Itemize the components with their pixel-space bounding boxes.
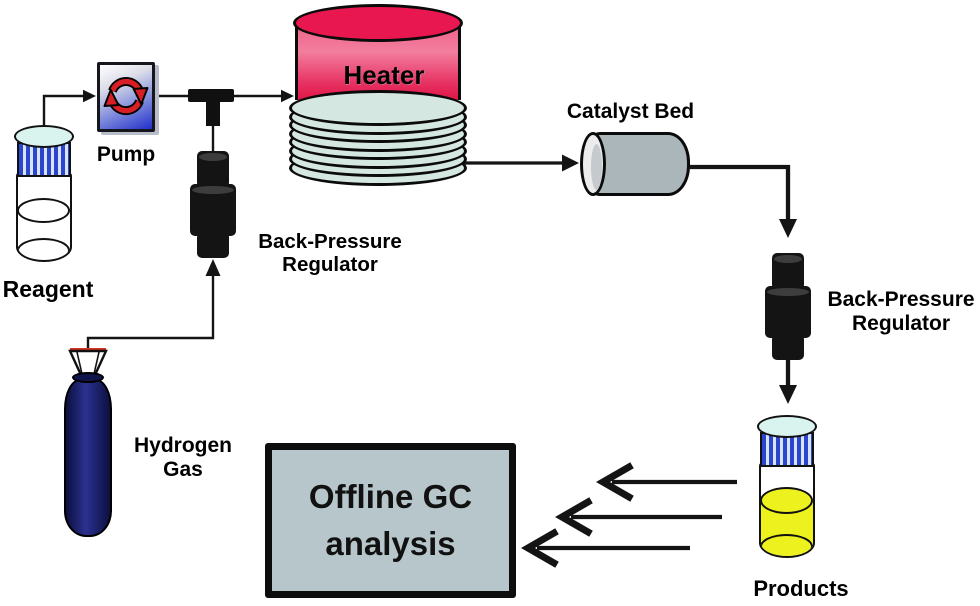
catalyst-bed-body	[590, 132, 690, 196]
products-liquid-surface	[761, 487, 813, 514]
vial-ellipse	[761, 534, 813, 556]
hydrogen-label-line2: Gas	[163, 457, 203, 481]
hydrogen-label-line1: Hydrogen	[133, 434, 232, 457]
vial-ellipse	[18, 238, 70, 260]
arrowhead-into-heater	[281, 89, 294, 103]
products-label: Products	[753, 576, 849, 601]
flow-line-reagent-pump	[42, 94, 83, 127]
gc-arrowhead-3	[520, 528, 559, 568]
heater-label: Heater	[343, 60, 425, 90]
bpr-bottom-segment	[197, 232, 229, 258]
arrowhead-into-bpr-outlet	[779, 219, 797, 238]
coil-ring	[289, 90, 467, 126]
reagent-label: Reagent	[2, 276, 94, 302]
heater-top-ellipse	[293, 4, 463, 42]
catalyst-bed-label: Catalyst Bed	[566, 100, 695, 123]
bpr-middle-segment	[765, 286, 811, 338]
bpr-inlet-label-line1: Back-Pressure	[258, 230, 402, 253]
pump-label: Pump	[96, 143, 156, 166]
pump-recycle-icon	[103, 77, 149, 116]
reagent-vial-body	[16, 172, 72, 262]
back-pressure-regulator-outlet	[765, 253, 811, 360]
bpr-top-segment	[197, 151, 229, 188]
bpr-inlet-label-line2: Regulator	[282, 253, 378, 277]
cylinder-collar	[72, 372, 104, 383]
arrowhead-into-pump	[83, 89, 96, 103]
pump	[97, 62, 155, 132]
heater	[287, 2, 469, 202]
tee-junction-bar	[188, 89, 234, 102]
vial-ellipse	[18, 198, 70, 223]
bpr-inlet-label: Back-Pressure Regulator	[250, 230, 410, 276]
arrowhead-into-catalyst	[562, 154, 579, 172]
gc-label-line1: Offline GC	[308, 478, 473, 516]
bpr-middle-segment	[190, 184, 236, 236]
gc-label-line2: analysis	[325, 524, 456, 562]
flow-line-catalyst-bpr	[690, 164, 791, 219]
catalyst-bed	[578, 130, 694, 200]
arrowhead-into-products	[779, 385, 797, 404]
products-vial-body	[759, 462, 815, 558]
hydrogen-gas-cylinder	[64, 379, 112, 537]
gc-analysis-box: Offline GC analysis	[265, 443, 516, 598]
products-vial	[757, 410, 817, 560]
back-pressure-regulator-inlet	[190, 151, 236, 258]
bpr-outlet-label-line1: Back-Pressure	[827, 288, 975, 311]
bpr-top-segment	[772, 253, 804, 290]
bpr-outlet-label: Back-Pressure Regulator	[822, 288, 980, 335]
bpr-outlet-label-line2: Regulator	[851, 311, 950, 335]
reagent-vial	[14, 120, 74, 270]
products-vial-cap-top	[757, 415, 817, 438]
catalyst-bed-end-cap	[580, 132, 606, 196]
flow-line-hydrogen-bpr	[86, 276, 215, 351]
hydrogen-label: Hydrogen Gas	[126, 434, 240, 481]
catalyst-bed-end-inner	[591, 144, 602, 190]
gc-arrowhead-1	[595, 462, 634, 502]
arrowhead-into-bpr-inlet	[205, 259, 221, 276]
gc-arrowhead-2	[554, 497, 593, 537]
reagent-vial-cap-top	[14, 125, 74, 148]
bpr-bottom-segment	[772, 334, 804, 360]
tee-junction-stem	[206, 100, 220, 126]
